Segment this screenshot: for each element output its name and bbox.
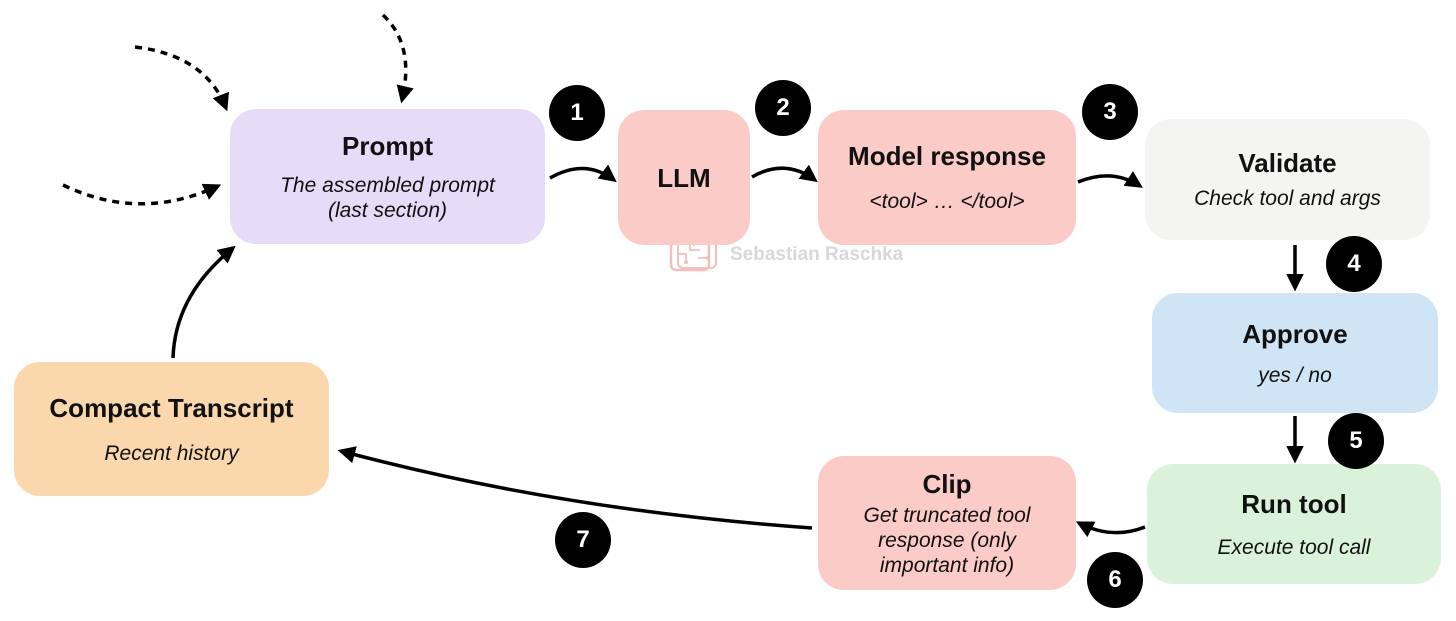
arrow-compact-to-prompt xyxy=(171,245,236,359)
model-response-title: Model response xyxy=(848,141,1046,171)
step-badge-1: 1 xyxy=(549,85,605,141)
clip-title: Clip xyxy=(922,468,972,499)
arrow-clip-to-compact xyxy=(337,446,813,530)
step-badge-4: 4 xyxy=(1326,236,1382,292)
step-badge-6: 6 xyxy=(1087,552,1143,608)
run-tool-title: Run tool xyxy=(1241,488,1347,519)
compact-transcript-node: Compact Transcript Recent history xyxy=(14,362,329,496)
step-badge-3: 3 xyxy=(1082,84,1138,140)
run-tool-node: Run tool Execute tool call xyxy=(1147,464,1441,584)
clip-subtitle-line-3: important info) xyxy=(879,553,1015,577)
approve-node: Approve yes / no xyxy=(1152,293,1438,413)
validate-node: Validate Check tool and args xyxy=(1145,119,1430,240)
llm-title: LLM xyxy=(657,162,711,193)
clip-node: Clip Get truncated tool response (only i… xyxy=(818,456,1076,590)
model-response-subtitle: <tool> … </tool> xyxy=(869,190,1025,213)
watermark: Sebastian Raschka xyxy=(668,222,903,278)
validate-title: Validate xyxy=(1238,148,1337,178)
compact-transcript-subtitle: Recent history xyxy=(104,441,239,465)
validate-subtitle: Check tool and args xyxy=(1194,187,1381,210)
arrow-run-to-clip xyxy=(1075,521,1146,538)
compact-transcript-title: Compact Transcript xyxy=(49,392,294,423)
arrow-prompt-to-llm xyxy=(549,164,617,183)
prompt-title: Prompt xyxy=(342,130,433,161)
step-badge-7: 7 xyxy=(555,512,611,568)
approve-title: Approve xyxy=(1242,318,1348,349)
arrow-llm-to-model xyxy=(751,164,818,183)
arrow-model-to-validate xyxy=(1077,171,1143,188)
prompt-subtitle-line-1: The assembled prompt xyxy=(280,173,495,197)
watermark-text: Sebastian Raschka xyxy=(730,244,904,265)
step-badge-2: 2 xyxy=(755,80,811,136)
llm-node: LLM xyxy=(618,110,750,245)
prompt-subtitle-line-2: (last section) xyxy=(327,198,448,222)
dashed-arrow-top-left xyxy=(134,45,229,112)
step-badge-5: 5 xyxy=(1328,413,1384,469)
prompt-node: Prompt The assembled prompt (last sectio… xyxy=(230,109,545,244)
approve-subtitle: yes / no xyxy=(1258,363,1332,387)
model-response-node: Model response <tool> … </tool> xyxy=(818,110,1076,245)
run-tool-subtitle: Execute tool call xyxy=(1217,535,1371,559)
dashed-arrow-top xyxy=(381,13,414,104)
clip-subtitle-line-2: response (only xyxy=(878,528,1016,552)
clip-subtitle-line-1: Get truncated tool xyxy=(863,503,1031,527)
dashed-arrow-left xyxy=(62,183,222,206)
